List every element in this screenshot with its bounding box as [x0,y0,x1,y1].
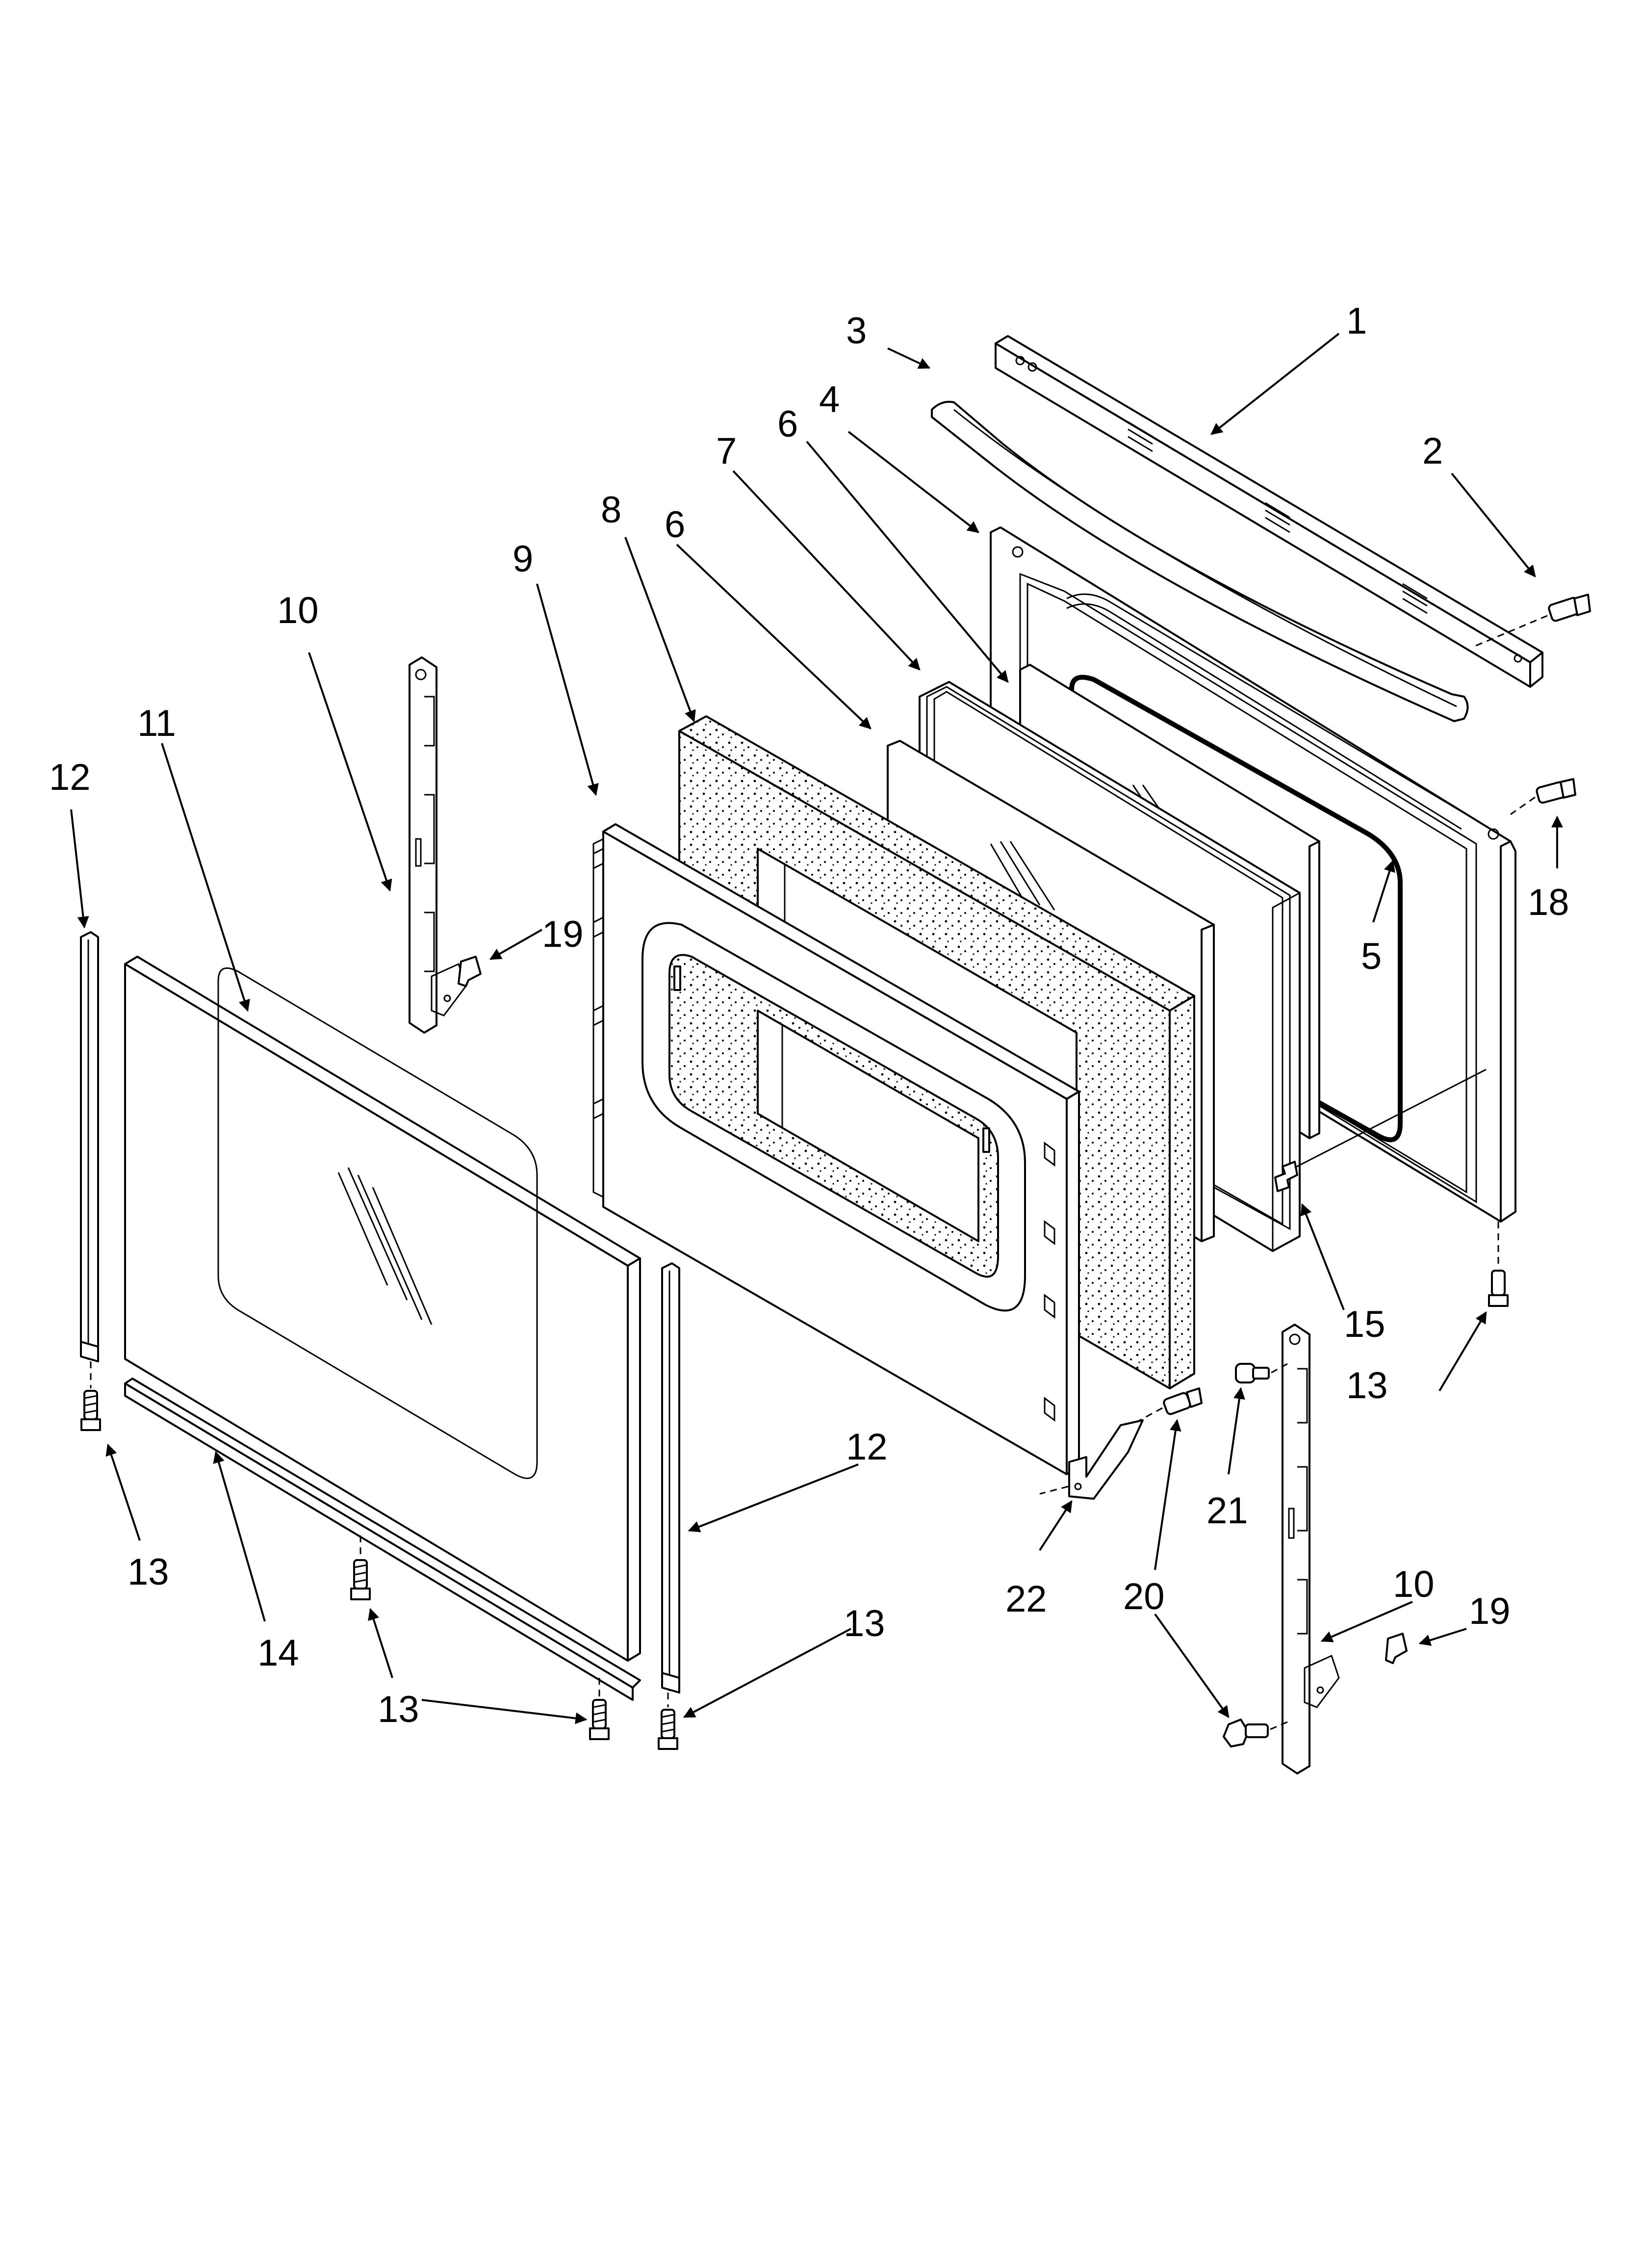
leader-lines [70,333,1563,1724]
part-13-screw-left [80,1361,101,1431]
callout-1: 1 [1346,300,1367,342]
callout-13-b: 13 [128,1551,169,1593]
callout-15: 15 [1344,1303,1385,1345]
part-19-clip-left [458,956,482,987]
part-18-screw [1510,778,1576,815]
part-12-side-trim-left [80,931,99,1362]
callout-13-d: 13 [844,1603,885,1644]
callout-6-a: 6 [777,403,798,445]
callout-10-b: 10 [1393,1564,1435,1605]
callout-20: 20 [1123,1576,1165,1617]
callout-14: 14 [257,1632,299,1674]
part-20-screw-lower [1223,1719,1288,1747]
callout-19-a: 19 [542,913,584,955]
part-19-clip-right [1385,1633,1408,1664]
part-10-hinge-right [1282,1324,1340,1774]
part-21-shoulder-screw [1235,1363,1288,1383]
callout-6-b: 6 [665,504,685,546]
callout-18: 18 [1528,882,1569,923]
callout-10-a: 10 [277,590,319,631]
part-3-door-handle [931,401,1469,722]
callout-8: 8 [601,489,621,531]
part-10-hinge-left [409,656,467,1034]
callout-13-a: 13 [1346,1365,1388,1407]
part-13-screw-bottom-right-trim [658,1693,678,1750]
callout-7: 7 [716,430,737,472]
part-13-screw-right [1488,1222,1509,1307]
part-1-trim-strip [995,335,1543,688]
part-2-screw [1471,594,1591,649]
part-15-clip [1274,1069,1487,1192]
part-13-screw-bottom-center [589,1678,610,1740]
part-22-bracket [1039,1419,1144,1500]
part-20-screw-upper [1135,1387,1203,1424]
callout-12-b: 12 [846,1426,888,1468]
callout-2: 2 [1422,430,1443,472]
callout-4: 4 [819,379,840,420]
callout-21: 21 [1206,1490,1248,1532]
callout-12-a: 12 [49,756,91,798]
part-12-side-trim-right [661,1262,680,1694]
callout-9: 9 [513,538,533,580]
callout-labels: 1 2 3 4 5 6 6 7 8 9 10 10 11 12 12 13 13… [49,300,1569,1730]
callout-22: 22 [1005,1578,1047,1620]
part-13-screw-bottom-middle [350,1536,371,1600]
part-14-bottom-trim [124,1378,641,1701]
callout-5: 5 [1361,936,1382,977]
part-11-outer-door-panel [124,956,641,1662]
callout-19-b: 19 [1469,1590,1511,1632]
part-9-inner-door-panel [592,823,1080,1475]
callout-11: 11 [137,703,176,744]
callout-13-c: 13 [378,1689,419,1730]
callout-3: 3 [846,310,867,352]
